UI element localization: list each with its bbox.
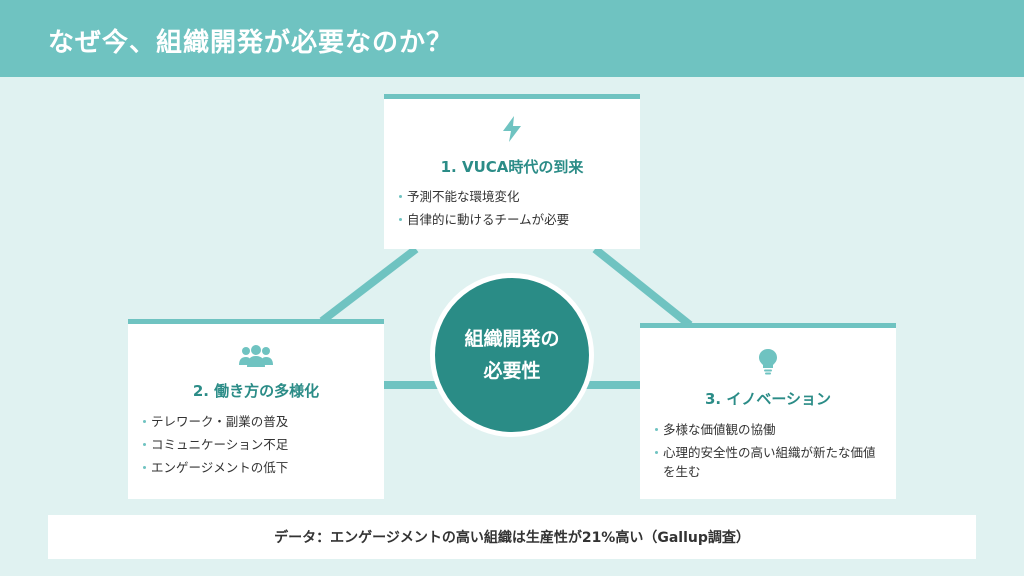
lightbulb-icon	[758, 349, 778, 375]
card-title: 1. VUCA時代の到来	[440, 158, 584, 176]
connector-top-left	[319, 245, 419, 325]
card-innovation: 3. イノベーション 多様な価値観の協働 心理的安全性の高い組織が新たな価値を生…	[640, 323, 896, 499]
center-label-line-2: 必要性	[483, 360, 541, 382]
list-item: テレワーク・副業の普及	[142, 412, 372, 431]
list-item: 自律的に動けるチームが必要	[398, 210, 628, 229]
connector-top-right	[592, 245, 693, 329]
people-group-icon	[239, 345, 273, 369]
lightning-bolt-icon	[501, 116, 523, 142]
card-title: 2. 働き方の多様化	[192, 382, 320, 400]
footer-text: データ：エンゲージメントの高い組織は生産性が21%高い（Gallup調査）	[274, 530, 750, 546]
list-item: 多様な価値観の協働	[654, 420, 884, 439]
page-title: なぜ今、組織開発が必要なのか？	[48, 28, 454, 58]
bullet-list: 多様な価値観の協働 心理的安全性の高い組織が新たな価値を生む	[654, 420, 884, 485]
list-item: エンゲージメントの低下	[142, 458, 372, 477]
card-title: 3. イノベーション	[704, 390, 832, 408]
card-vuca: 1. VUCA時代の到来 予測不能な環境変化 自律的に動けるチームが必要	[384, 94, 640, 249]
bullet-list: テレワーク・副業の普及 コミュニケーション不足 エンゲージメントの低下	[142, 412, 372, 481]
bullet-list: 予測不能な環境変化 自律的に動けるチームが必要	[398, 187, 628, 233]
center-hub: 組織開発の 必要性	[430, 273, 594, 437]
card-work-style: 2. 働き方の多様化 テレワーク・副業の普及 コミュニケーション不足 エンゲージ…	[128, 319, 384, 499]
footer-banner: データ：エンゲージメントの高い組織は生産性が21%高い（Gallup調査）	[48, 515, 976, 559]
header-bar: なぜ今、組織開発が必要なのか？	[0, 0, 1024, 77]
list-item: 心理的安全性の高い組織が新たな価値を生む	[654, 443, 884, 481]
list-item: コミュニケーション不足	[142, 435, 372, 454]
center-label-line-1: 組織開発の	[464, 328, 560, 350]
list-item: 予測不能な環境変化	[398, 187, 628, 206]
